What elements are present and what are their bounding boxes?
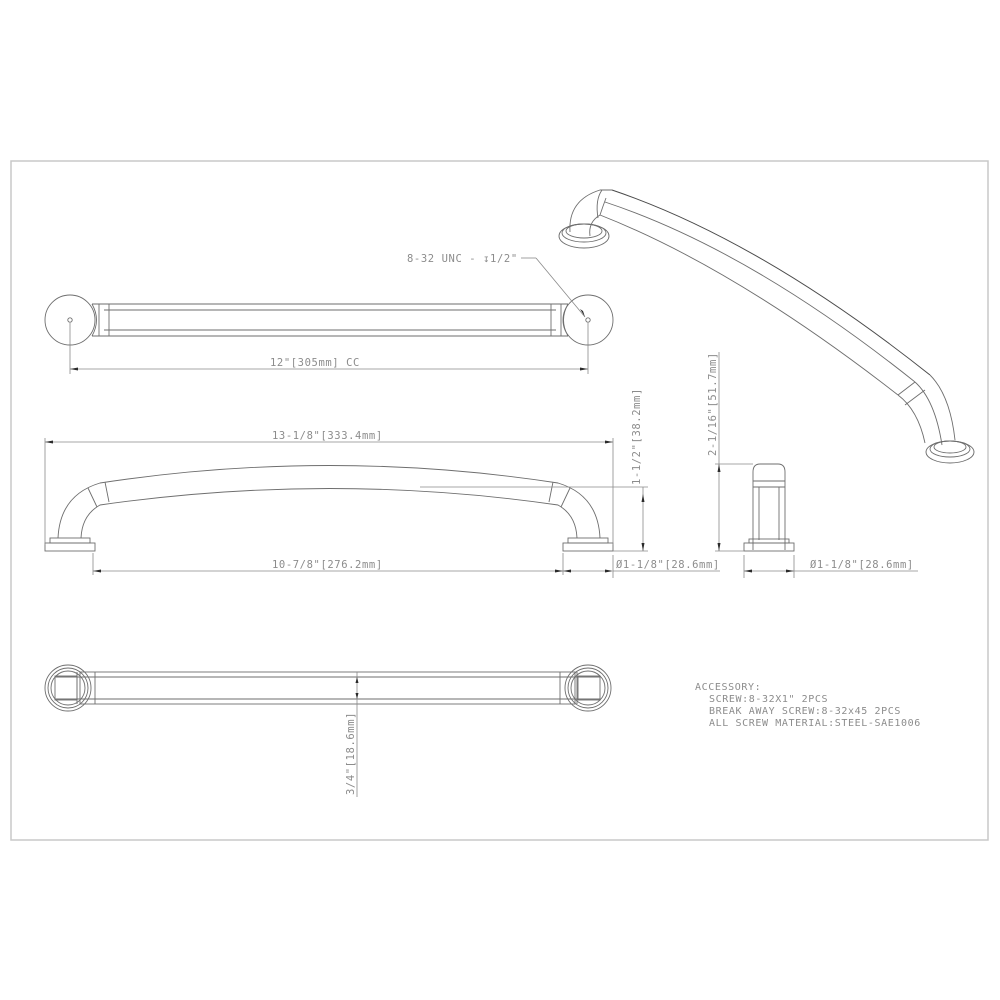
accessory-line-2: BREAK AWAY SCREW:8-32x45 2PCS (709, 706, 901, 717)
side-height-label: 2-1/16"[51.7mm] (707, 352, 719, 456)
bar-width-label: 3/4"[18.6mm] (345, 712, 357, 795)
front-view: 13-1/8"[333.4mm] 10-7/8"[276.2mm] 1-1/2"… (44, 388, 720, 578)
overall-length-label: 13-1/8"[333.4mm] (272, 430, 383, 442)
cc-dimension-label: 12"[305mm] CC (270, 357, 360, 369)
accessory-heading: ACCESSORY: (695, 682, 761, 693)
bottom-view: 3/4"[18.6mm] (44, 664, 612, 797)
isometric-view (558, 189, 975, 464)
top-view: 12"[305mm] CC 8-32 UNC - ↧1/2" (44, 253, 614, 374)
side-view: 2-1/16"[51.7mm] Ø1-1/8"[28.6mm] (707, 352, 918, 578)
projection-label: 1-1/2"[38.2mm] (631, 388, 643, 485)
drawing-frame (10, 160, 989, 841)
thread-callout-label: 8-32 UNC - ↧1/2" (407, 253, 518, 265)
accessory-note: ACCESSORY: SCREW:8-32X1" 2PCS BREAK AWAY… (695, 682, 921, 729)
inner-length-label: 10-7/8"[276.2mm] (272, 559, 383, 571)
front-base-diameter-label: Ø1-1/8"[28.6mm] (616, 559, 720, 571)
accessory-line-3: ALL SCREW MATERIAL:STEEL-SAE1006 (709, 718, 921, 729)
side-base-diameter-label: Ø1-1/8"[28.6mm] (810, 559, 914, 571)
accessory-line-1: SCREW:8-32X1" 2PCS (709, 694, 828, 705)
